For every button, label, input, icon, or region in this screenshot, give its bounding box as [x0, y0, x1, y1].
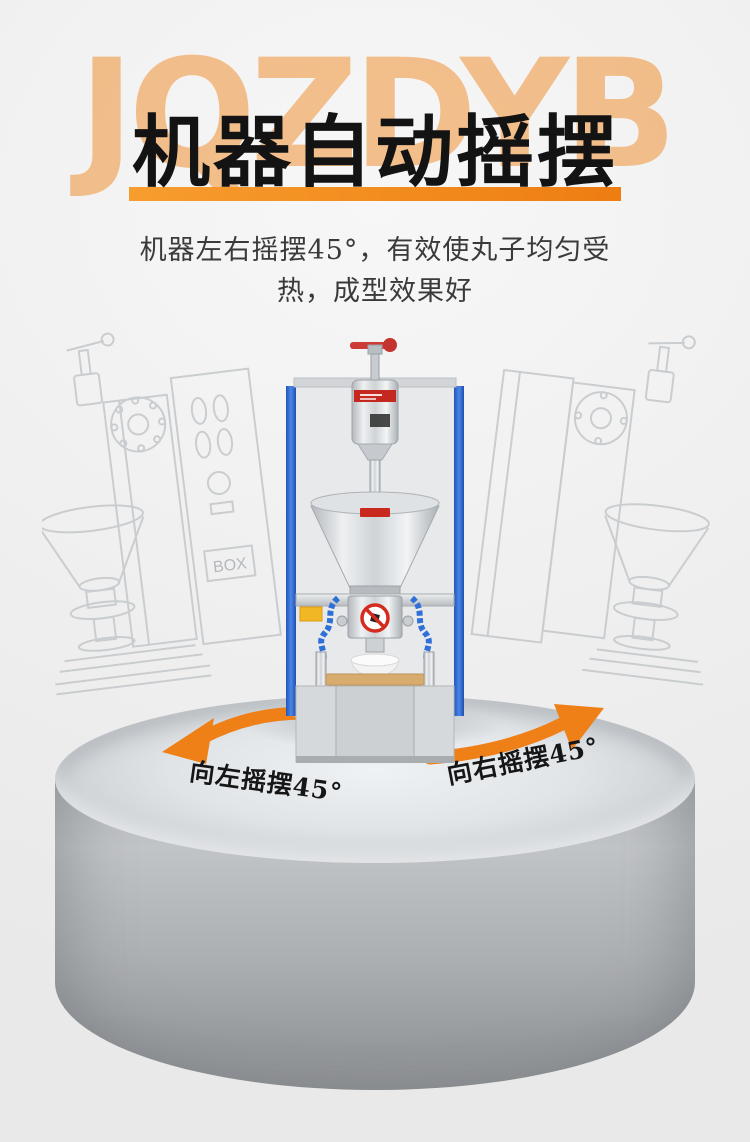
- subtitle-line-1: 机器左右摇摆45°，有效使丸子均匀受: [139, 235, 611, 266]
- meatball-machine-photo: [286, 338, 464, 763]
- sketch-flange: [573, 391, 628, 446]
- machine-outline-sketch-right: [470, 335, 710, 686]
- machine-outline-sketch-left: BOX: [42, 332, 282, 696]
- sketch-column: [102, 393, 198, 648]
- sketch-flange: [110, 396, 167, 453]
- outlet-nozzle: [365, 637, 385, 653]
- page-title: 机器自动摇摆: [131, 108, 618, 198]
- wooden-board: [315, 651, 435, 687]
- subtitle-line-2: 热，成型效果好: [277, 276, 473, 307]
- sketch-base: [55, 636, 212, 696]
- sketch-hopper: [42, 504, 145, 643]
- pressure-regulator: [351, 379, 399, 497]
- top-valve: [350, 338, 397, 381]
- sketch-control-panel: BOX: [169, 367, 282, 646]
- no-touch-warning-icon: [360, 603, 390, 633]
- caution-sticker: [299, 606, 323, 622]
- hopper: [310, 491, 440, 597]
- box-label: BOX: [212, 555, 248, 576]
- hopper-red-label: [360, 508, 390, 517]
- sketch-column: [541, 381, 636, 640]
- sketch-base: [582, 634, 704, 686]
- sketch-valve: [66, 332, 115, 407]
- lower-cabinet: [295, 685, 455, 763]
- sketch-valve: [644, 335, 696, 404]
- sketch-hopper: [604, 503, 710, 642]
- catch-bowl: [350, 653, 400, 678]
- subtitle: 机器左右摇摆45°，有效使丸子均匀受 热，成型效果好: [0, 230, 750, 312]
- title-underline-bar: [129, 187, 621, 201]
- watermark-text: JQZDYB: [78, 28, 678, 202]
